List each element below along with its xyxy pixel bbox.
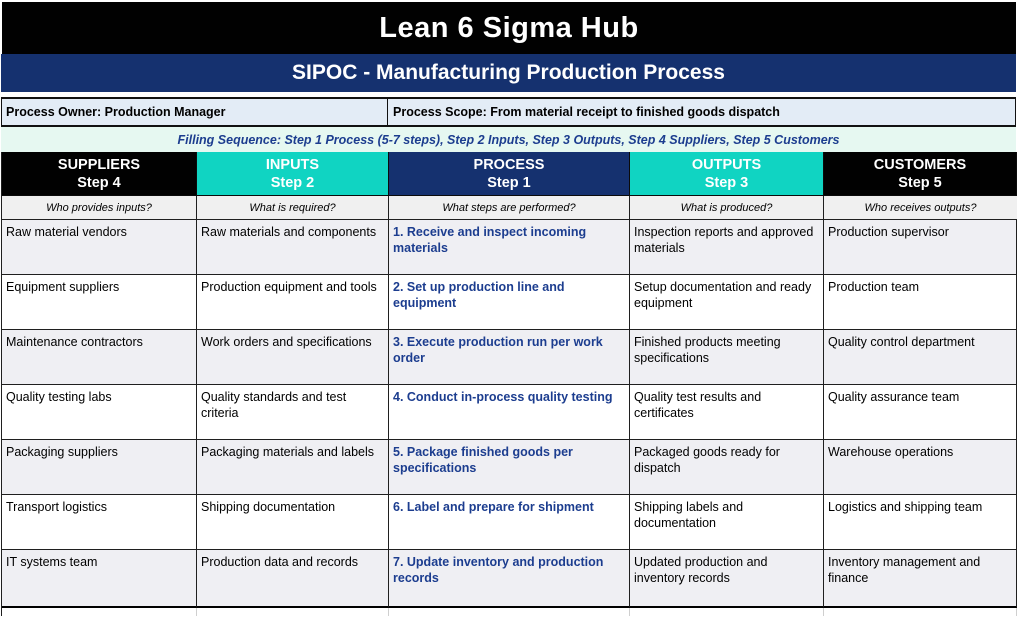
outputs-cell: Quality test results and certificates xyxy=(630,385,824,440)
customers-cell: Warehouse operations xyxy=(824,440,1017,495)
process-header-label: PROCESS xyxy=(473,156,545,173)
process-scope-cell: Process Scope: From material receipt to … xyxy=(393,105,780,119)
process-cell: 2. Set up production line and equipment xyxy=(389,275,630,330)
inputs-cell: Production equipment and tools xyxy=(197,275,389,330)
process-cell: 6. Label and prepare for shipment xyxy=(389,495,630,550)
suppliers-cell: Raw material vendors xyxy=(2,220,197,275)
inputs-cell: Quality standards and test criteria xyxy=(197,385,389,440)
customers-question-cell: Who receives outputs? xyxy=(824,196,1017,220)
suppliers-header-step: Step 4 xyxy=(77,174,121,191)
outputs-cell: Updated production and inventory records xyxy=(630,550,824,608)
customers-cell: Quality assurance team xyxy=(824,385,1017,440)
inputs-header-step: Step 2 xyxy=(270,174,315,191)
process-cell: 4. Conduct in-process quality testing xyxy=(389,385,630,440)
filling-sequence-row: Filling Sequence: Step 1 Process (5-7 st… xyxy=(1,127,1016,152)
process-cell: 1. Receive and inspect incoming material… xyxy=(389,220,630,275)
page-title: Lean 6 Sigma Hub xyxy=(379,11,639,44)
inputs-cell: Work orders and specifications xyxy=(197,330,389,385)
customers-header-label: CUSTOMERS xyxy=(873,156,967,173)
inputs-cell: Raw materials and components xyxy=(197,220,389,275)
suppliers-cell: Equipment suppliers xyxy=(2,275,197,330)
suppliers-cell: Packaging suppliers xyxy=(2,440,197,495)
stub-cell xyxy=(389,608,630,616)
inputs-cell: Production data and records xyxy=(197,550,389,608)
suppliers-cell: Transport logistics xyxy=(2,495,197,550)
outputs-cell: Inspection reports and approved material… xyxy=(630,220,824,275)
customers-cell: Logistics and shipping team xyxy=(824,495,1017,550)
suppliers-question-cell: Who provides inputs? xyxy=(2,196,197,220)
customers-cell: Quality control department xyxy=(824,330,1017,385)
sipoc-subtitle: SIPOC - Manufacturing Production Process xyxy=(292,61,725,84)
outputs-question-cell: What is produced? xyxy=(630,196,824,220)
customers-header-step: Step 5 xyxy=(898,174,942,191)
filling-sequence-text: Filling Sequence: Step 1 Process (5-7 st… xyxy=(177,132,840,147)
outputs-cell: Shipping labels and documentation xyxy=(630,495,824,550)
stub-cell xyxy=(824,608,1017,616)
process-cell: 5. Package finished goods per specificat… xyxy=(389,440,630,495)
stub-cell xyxy=(197,608,389,616)
sipoc-subtitle-bar: SIPOC - Manufacturing Production Process xyxy=(1,54,1016,92)
stub-cell xyxy=(2,608,197,616)
suppliers-cell: Quality testing labs xyxy=(2,385,197,440)
outputs-cell: Setup documentation and ready equipment xyxy=(630,275,824,330)
stub-cell xyxy=(630,608,824,616)
process-question-cell: What steps are performed? xyxy=(389,196,630,220)
customers-cell: Production supervisor xyxy=(824,220,1017,275)
outputs-header-label: OUTPUTS xyxy=(691,156,762,173)
app-title-bar: Lean 6 Sigma Hub xyxy=(2,2,1016,54)
inputs-cell: Packaging materials and labels xyxy=(197,440,389,495)
process-meta-row: Process Owner: Production Manager Proces… xyxy=(1,97,1016,127)
process-owner-cell: Process Owner: Production Manager xyxy=(2,99,388,125)
suppliers-cell: Maintenance contractors xyxy=(2,330,197,385)
suppliers-cell: IT systems team xyxy=(2,550,197,608)
customers-cell: Inventory management and finance xyxy=(824,550,1017,608)
outputs-cell: Packaged goods ready for dispatch xyxy=(630,440,824,495)
process-cell: 3. Execute production run per work order xyxy=(389,330,630,385)
inputs-cell: Shipping documentation xyxy=(197,495,389,550)
outputs-header-step: Step 3 xyxy=(704,174,749,191)
customers-cell: Production team xyxy=(824,275,1017,330)
outputs-cell: Finished products meeting specifications xyxy=(630,330,824,385)
inputs-header-label: INPUTS xyxy=(265,156,320,173)
process-header-step: Step 1 xyxy=(487,174,531,191)
process-cell: 7. Update inventory and production recor… xyxy=(389,550,630,608)
inputs-question-cell: What is required? xyxy=(197,196,389,220)
suppliers-header-label: SUPPLIERS xyxy=(57,156,141,173)
